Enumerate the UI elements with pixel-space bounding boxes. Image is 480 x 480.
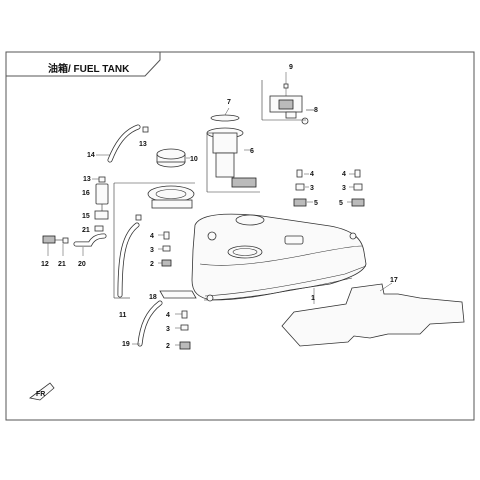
callout-17: 17 bbox=[390, 277, 398, 284]
filter-clamp bbox=[94, 210, 109, 220]
fuel-connector bbox=[42, 235, 64, 244]
callout-21b: 21 bbox=[58, 261, 66, 268]
fuel-pump-assembly bbox=[206, 107, 260, 193]
clip-13c bbox=[135, 214, 142, 221]
callout-7: 7 bbox=[227, 99, 231, 106]
fuel-hose bbox=[73, 233, 107, 247]
callout-4-lower: 4 bbox=[166, 312, 170, 319]
callout-15: 15 bbox=[82, 213, 90, 220]
callout-3-right-a: 3 bbox=[310, 185, 314, 192]
callout-2-left: 2 bbox=[150, 261, 154, 268]
callout-6: 6 bbox=[250, 148, 254, 155]
breather-hose bbox=[117, 222, 140, 298]
hardware-stack-right-a bbox=[293, 169, 307, 207]
callout-10: 10 bbox=[190, 156, 198, 163]
callout-4-left: 4 bbox=[150, 233, 154, 240]
callout-16: 16 bbox=[82, 190, 90, 197]
front-arrow-icon: FR bbox=[29, 382, 55, 401]
hardware-stack-lower bbox=[179, 310, 191, 350]
fuel-filter bbox=[95, 183, 109, 211]
filler-neck bbox=[113, 182, 195, 299]
callout-20: 20 bbox=[78, 261, 86, 268]
drain-hose bbox=[137, 300, 163, 347]
callout-3-left: 3 bbox=[150, 247, 154, 254]
callout-9: 9 bbox=[289, 64, 293, 71]
clip-21b bbox=[62, 237, 69, 244]
hardware-stack-right-b bbox=[351, 169, 365, 207]
callout-3-right-b: 3 bbox=[342, 185, 346, 192]
callout-14: 14 bbox=[87, 152, 95, 159]
fuel-cap bbox=[156, 148, 186, 168]
clip-13b bbox=[98, 176, 106, 183]
callout-13b: 13 bbox=[83, 176, 91, 183]
mount-bracket bbox=[159, 290, 197, 299]
vent-hose bbox=[107, 124, 141, 163]
diagram-title: 油箱/ FUEL TANK bbox=[48, 62, 130, 75]
callout-5-right-a: 5 bbox=[314, 200, 318, 207]
callout-4-right-a: 4 bbox=[310, 171, 314, 178]
callout-18: 18 bbox=[149, 294, 157, 301]
fuel-sensor-bracket bbox=[261, 72, 314, 125]
corner-mark: FR bbox=[36, 391, 45, 398]
callout-13: 13 bbox=[139, 141, 147, 148]
diagram-frame bbox=[5, 51, 475, 421]
clip-13 bbox=[142, 126, 149, 133]
callout-1: 1 bbox=[311, 295, 315, 302]
callout-2-lower: 2 bbox=[166, 343, 170, 350]
heat-shield bbox=[281, 283, 465, 347]
callout-11: 11 bbox=[119, 312, 127, 319]
callout-4-right-b: 4 bbox=[342, 171, 346, 178]
callout-19: 19 bbox=[122, 341, 130, 348]
fuel-tank bbox=[191, 213, 367, 302]
hardware-stack-left-upper bbox=[161, 231, 172, 267]
callout-5-right-b: 5 bbox=[339, 200, 343, 207]
clip-21 bbox=[94, 225, 104, 232]
callout-12: 12 bbox=[41, 261, 49, 268]
callout-3-lower: 3 bbox=[166, 326, 170, 333]
callout-8: 8 bbox=[314, 107, 318, 114]
callout-21: 21 bbox=[82, 227, 90, 234]
title-box bbox=[6, 52, 161, 77]
